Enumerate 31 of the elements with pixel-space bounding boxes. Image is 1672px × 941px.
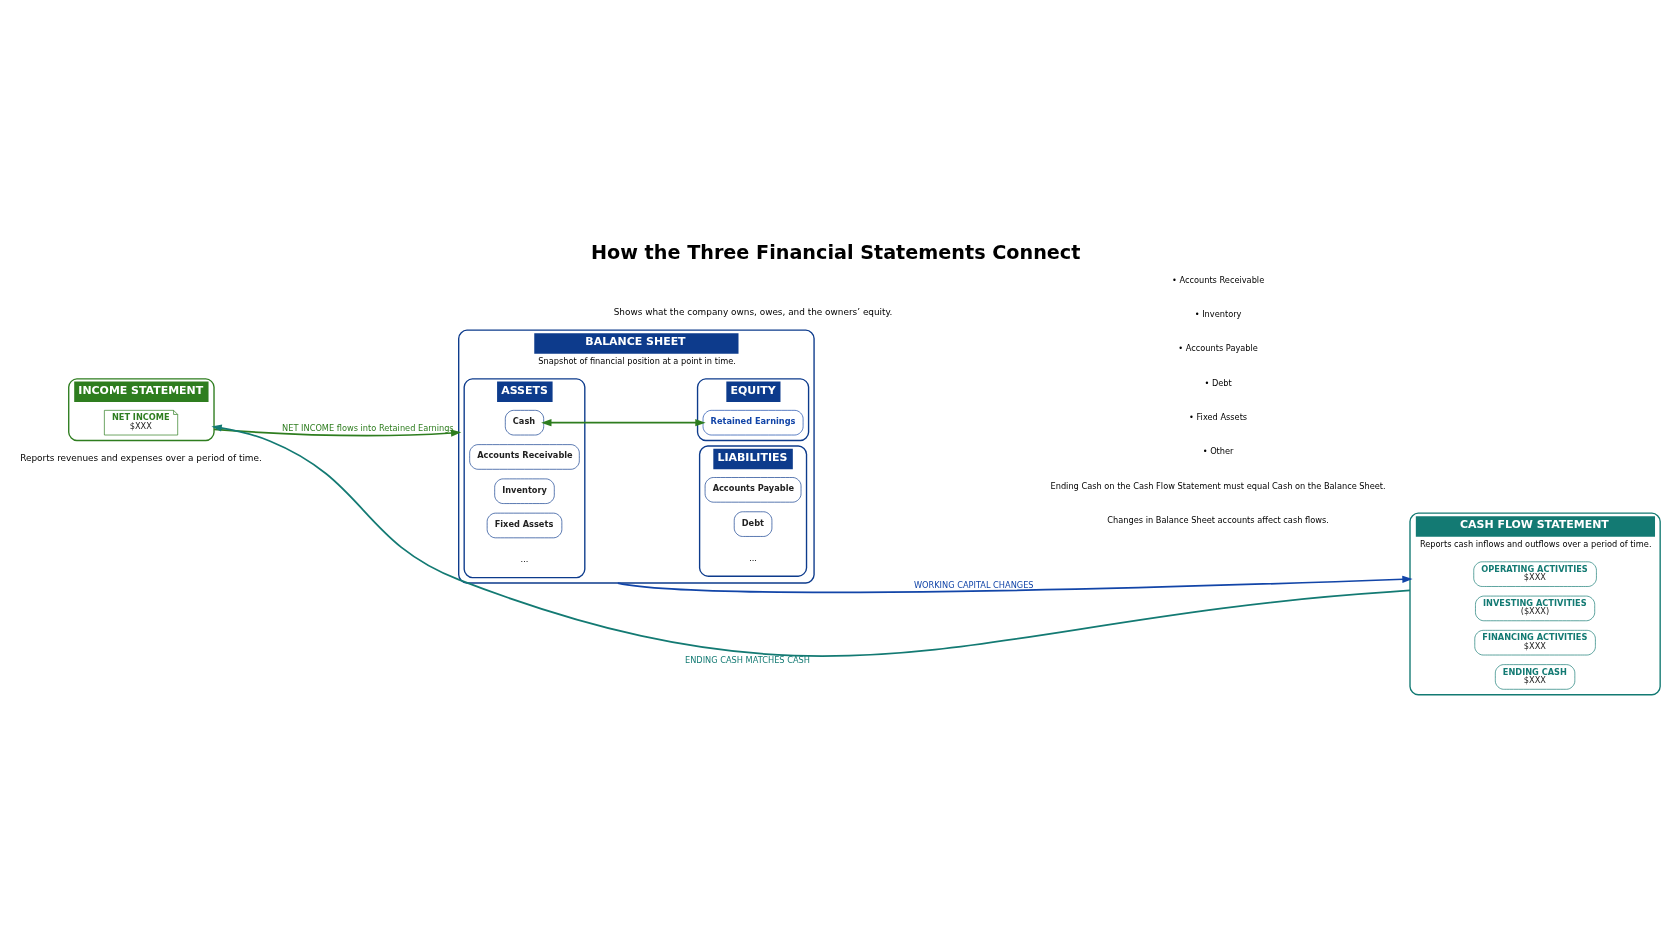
node-box: Accounts Payable bbox=[704, 476, 802, 503]
node-box: ENDING CASH $XXX bbox=[1495, 663, 1576, 690]
label: • Accounts Payable bbox=[1178, 342, 1258, 353]
arrow bbox=[213, 428, 462, 437]
node-box: FINANCING ACTIVITIES $XXX bbox=[1474, 629, 1596, 655]
label: • Debt bbox=[1204, 377, 1232, 388]
node-box: Retained Earnings bbox=[702, 409, 804, 435]
node-box: Accounts Receivable bbox=[469, 443, 580, 470]
edge-label: WORKING CAPITAL CHANGES bbox=[913, 579, 1034, 590]
label: ... bbox=[520, 553, 529, 564]
edge-label: ENDING CASH MATCHES CASH bbox=[685, 654, 810, 665]
diagram-title: How the Three Financial Statements Connect bbox=[590, 240, 1081, 264]
node-box: Cash bbox=[504, 409, 545, 435]
arrow bbox=[541, 418, 706, 426]
arrow bbox=[616, 575, 1413, 593]
label: • Other bbox=[1202, 445, 1234, 456]
label: • Inventory bbox=[1194, 308, 1242, 319]
label: • Fixed Assets bbox=[1189, 411, 1248, 422]
label: ... bbox=[749, 552, 757, 563]
node-box: Inventory bbox=[494, 478, 555, 504]
node-box: OPERATING ACTIVITIES $XXX bbox=[1473, 560, 1597, 587]
arrow bbox=[211, 423, 1411, 657]
label: Ending Cash on the Cash Flow Statement must equal Cash on the Balance Sheet. bbox=[1050, 480, 1386, 491]
node-box: INVESTING ACTIVITIES ($XXX) bbox=[1475, 595, 1596, 621]
node-label: Reports revenues and expenses over a period of time. bbox=[20, 452, 262, 463]
node-box: Fixed Assets bbox=[486, 512, 563, 538]
node-label: Shows what the company owns, owes, and the owners’ equity. bbox=[613, 306, 893, 317]
label: Changes in Balance Sheet accounts affect cash flows. bbox=[1107, 514, 1329, 525]
edge-label: NET INCOME flows into Retained Earnings bbox=[282, 422, 454, 433]
node-box: Debt bbox=[733, 510, 773, 537]
label: • Accounts Receivable bbox=[1171, 274, 1265, 285]
